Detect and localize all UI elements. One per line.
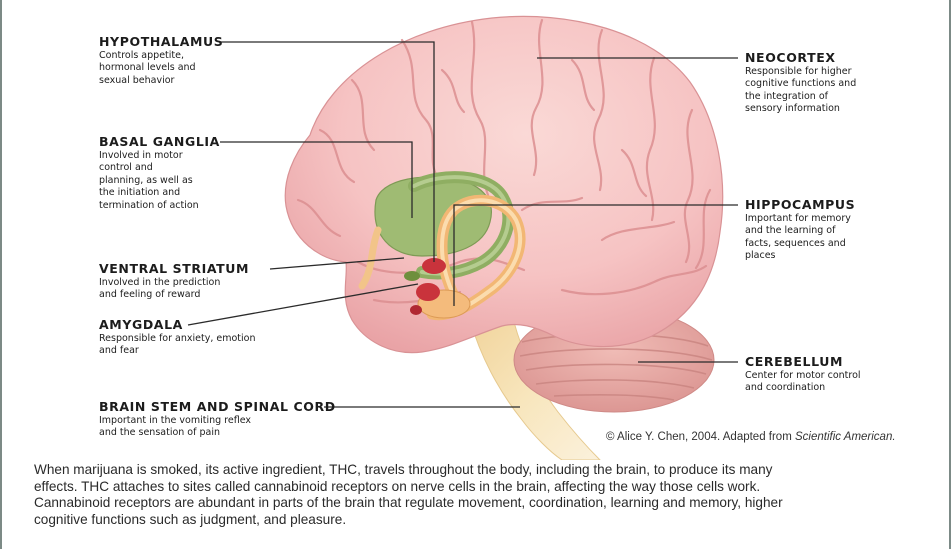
label-hippocampus: HIPPOCAMPUS Important for memory and the…: [745, 197, 855, 263]
label-description: Responsible for higher cognitive functio…: [745, 66, 856, 116]
label-title: NEOCORTEX: [745, 50, 856, 65]
label-description: Responsible for anxiety, emotion and fea…: [99, 333, 255, 358]
label-title: BASAL GANGLIA: [99, 134, 220, 149]
label-title: BRAIN STEM AND SPINAL CORD: [99, 399, 336, 414]
caption-line: cognitive functions such as judgment, an…: [34, 512, 946, 529]
label-description: Important for memory and the learning of…: [745, 213, 855, 263]
label-hypothalamus: HYPOTHALAMUS Controls appetite, hormonal…: [99, 34, 223, 87]
basal-ganglia-shape: [375, 177, 491, 256]
label-ventral-striatum: VENTRAL STRIATUM Involved in the predict…: [99, 261, 249, 302]
label-description: Involved in motor control and planning, …: [99, 150, 220, 212]
credit-text: © Alice Y. Chen, 2004. Adapted from: [606, 431, 795, 443]
caption-line: Cannabinoid receptors are abundant in pa…: [34, 495, 946, 512]
label-title: HYPOTHALAMUS: [99, 34, 223, 49]
caption-text: When marijuana is smoked, its active ing…: [34, 462, 946, 528]
label-neocortex: NEOCORTEX Responsible for higher cogniti…: [745, 50, 856, 116]
caption-line: When marijuana is smoked, its active ing…: [34, 462, 946, 479]
image-credit: © Alice Y. Chen, 2004. Adapted from Scie…: [606, 431, 896, 443]
label-cerebellum: CEREBELLUM Center for motor control and …: [745, 354, 861, 395]
label-title: HIPPOCAMPUS: [745, 197, 855, 212]
label-description: Controls appetite, hormonal levels and s…: [99, 50, 223, 87]
label-title: VENTRAL STRIATUM: [99, 261, 249, 276]
label-description: Involved in the prediction and feeling o…: [99, 277, 249, 302]
label-description: Center for motor control and coordinatio…: [745, 370, 861, 395]
amygdala-shape: [416, 283, 440, 301]
cerebrum-shape: [285, 16, 722, 352]
label-description: Important in the vomiting reflex and the…: [99, 415, 336, 440]
label-title: AMYGDALA: [99, 317, 255, 332]
label-brain-stem: BRAIN STEM AND SPINAL CORD Important in …: [99, 399, 336, 440]
label-amygdala: AMYGDALA Responsible for anxiety, emotio…: [99, 317, 255, 358]
caption-line: effects. THC attaches to sites called ca…: [34, 479, 946, 496]
label-title: CEREBELLUM: [745, 354, 861, 369]
label-basal-ganglia: BASAL GANGLIA Involved in motor control …: [99, 134, 220, 212]
credit-source: Scientific American.: [795, 431, 896, 443]
